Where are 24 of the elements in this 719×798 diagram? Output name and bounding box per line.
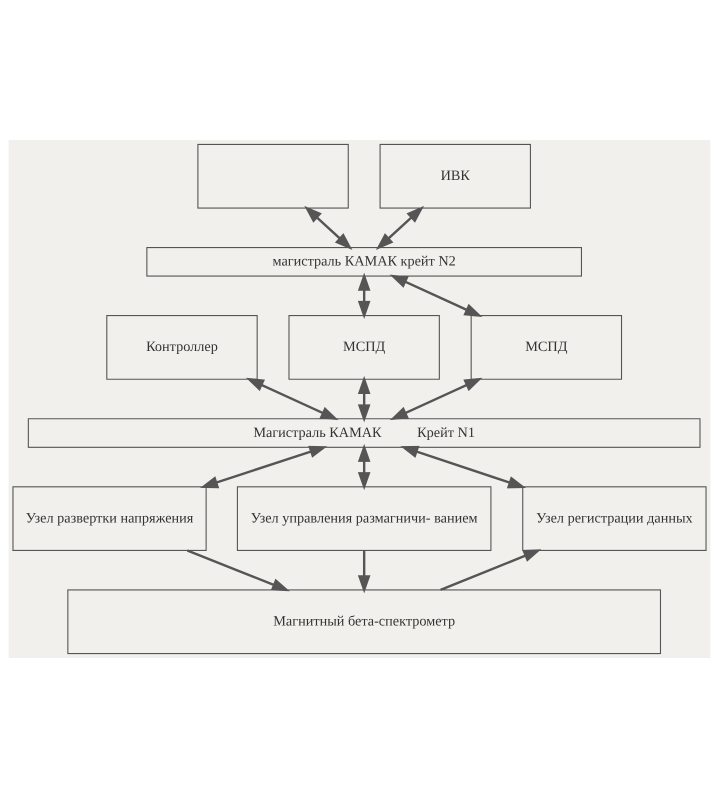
- arrow: [186, 549, 290, 592]
- node-box: МСПД: [288, 315, 440, 380]
- arrow: [246, 378, 338, 420]
- node-box: Узел управления размагничи- ванием: [236, 486, 492, 551]
- node-box: Контроллер: [106, 315, 258, 380]
- arrow: [390, 274, 482, 318]
- arrow: [358, 272, 370, 319]
- node-box: магистраль КАМАК крейт N2: [146, 247, 582, 277]
- arrow: [358, 444, 370, 490]
- node-box: ИВК: [380, 144, 531, 209]
- node-box: [197, 144, 349, 209]
- node-box: Узел регистрации данных: [522, 486, 707, 551]
- arrow: [400, 446, 526, 488]
- node-box: Магистраль КАМАК Крейт N1: [28, 418, 701, 448]
- node-box: МСПД: [470, 315, 622, 380]
- arrow: [376, 206, 424, 250]
- arrow: [304, 206, 352, 250]
- arrow: [200, 446, 328, 488]
- node-box: Магнитный бета-спектрометр: [67, 589, 662, 654]
- arrow: [440, 549, 542, 591]
- node-box: Узел развертки напряжения: [12, 486, 207, 551]
- arrow: [358, 550, 370, 594]
- arrow: [390, 378, 482, 420]
- arrow: [358, 376, 370, 422]
